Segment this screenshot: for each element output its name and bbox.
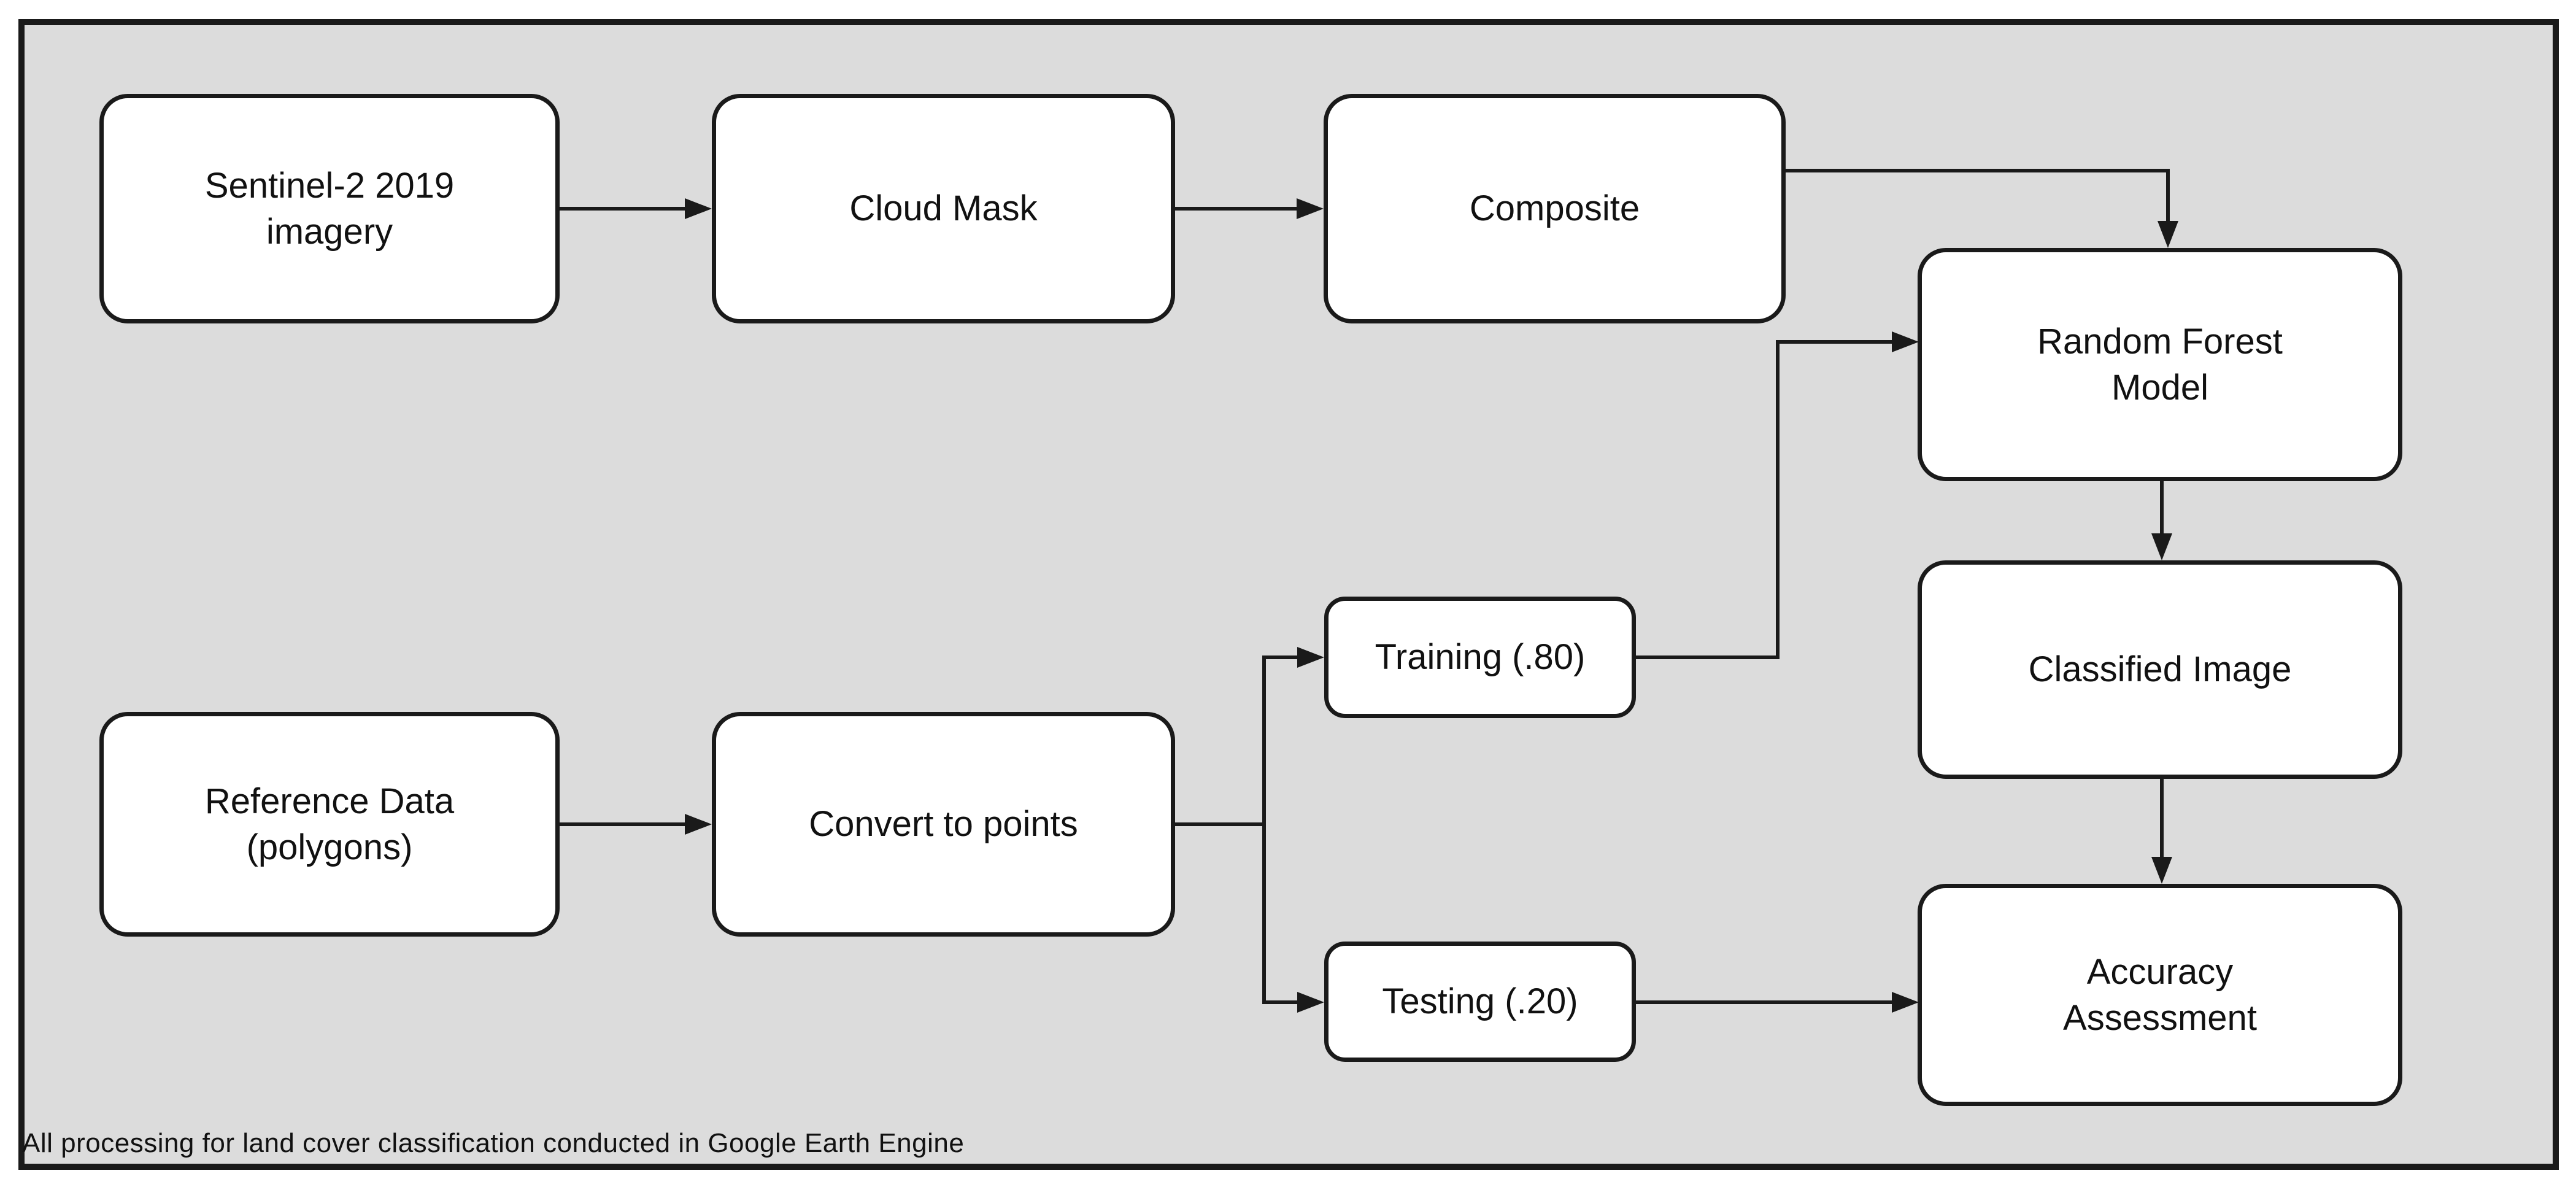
edge-training-to-rf-hline2 [1776,340,1893,344]
node-composite: Composite [1324,94,1786,323]
node-label: Random Forest Model [2037,321,2283,408]
node-label: Convert to points [809,804,1078,845]
edge-training-to-rf-hline1 [1636,656,1780,659]
node-testing-split: Testing (.20) [1324,942,1636,1062]
node-sentinel-2019-imagery: Sentinel-2 2019 imagery [99,94,560,323]
edge-cloudmask-to-composite-line [1175,207,1298,211]
node-label: Accuracy Assessment [2063,951,2257,1038]
arrowhead-into-convert-icon [685,814,712,835]
edge-composite-to-rf-vline [2166,169,2170,224]
arrowhead-into-rf-top-icon [2158,221,2178,248]
edge-classified-to-accuracy-vline [2160,779,2164,858]
arrowhead-into-accuracy-left-icon [1892,992,1919,1013]
node-accuracy-assessment: Accuracy Assessment [1918,884,2402,1106]
node-training-split: Training (.80) [1324,597,1636,718]
node-label: Testing (.20) [1382,981,1578,1022]
arrowhead-into-classified-icon [2151,533,2172,560]
arrowhead-into-cloud-mask-icon [685,198,712,219]
edge-split-to-training-hline [1262,656,1298,659]
edge-reference-to-convert-line [560,822,686,826]
arrowhead-into-accuracy-top-icon [2151,857,2172,884]
edge-composite-to-rf-hline [1786,169,2170,172]
edge-testing-to-accuracy-line [1636,1000,1893,1004]
arrowhead-into-rf-left-icon [1892,331,1919,352]
arrowhead-into-composite-icon [1297,198,1324,219]
node-label: Reference Data (polygons) [204,781,455,867]
edge-sentinel-to-cloudmask-line [560,207,686,211]
node-random-forest-model: Random Forest Model [1918,248,2402,481]
node-cloud-mask: Cloud Mask [712,94,1175,323]
node-label: Composite [1469,188,1640,229]
edge-convert-split-vline [1262,656,1266,1004]
diagram-caption: All processing for land cover classifica… [22,1128,965,1158]
node-label: Cloud Mask [849,188,1038,229]
edge-convert-split-stem [1175,822,1266,826]
node-label: Classified Image [2028,649,2292,690]
arrowhead-into-training-icon [1297,647,1324,668]
node-label: Training (.80) [1375,637,1586,678]
node-reference-data: Reference Data (polygons) [99,712,560,937]
node-label: Sentinel-2 2019 imagery [204,165,455,252]
edge-rf-to-classified-vline [2160,481,2164,536]
arrowhead-into-testing-icon [1297,992,1324,1013]
node-classified-image: Classified Image [1918,560,2402,779]
edge-split-to-testing-hline [1262,1000,1298,1004]
node-convert-to-points: Convert to points [712,712,1175,937]
edge-training-to-rf-vline [1776,340,1780,659]
